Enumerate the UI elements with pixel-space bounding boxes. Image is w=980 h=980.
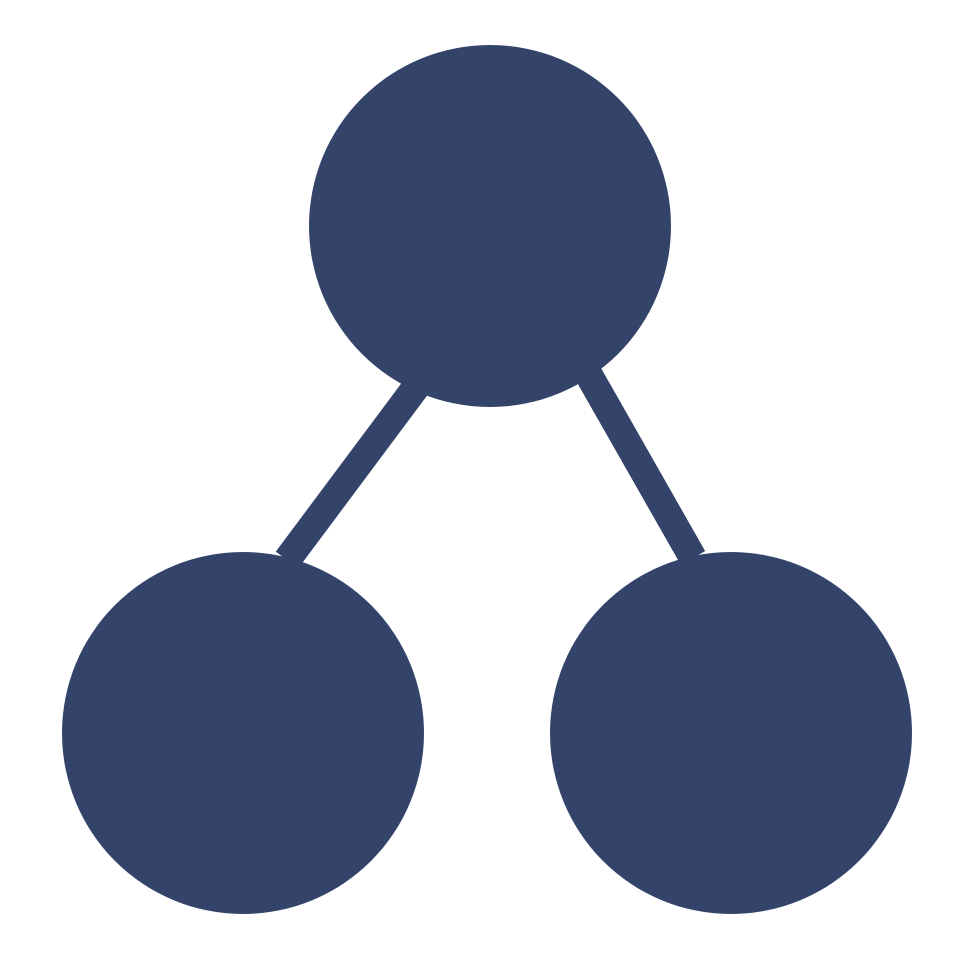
link-top-to-bottom-left [275, 366, 437, 569]
node-bottom-left [62, 552, 424, 914]
link-top-to-bottom-right [573, 363, 706, 565]
node-top [309, 45, 671, 407]
node-bottom-right [550, 552, 912, 914]
